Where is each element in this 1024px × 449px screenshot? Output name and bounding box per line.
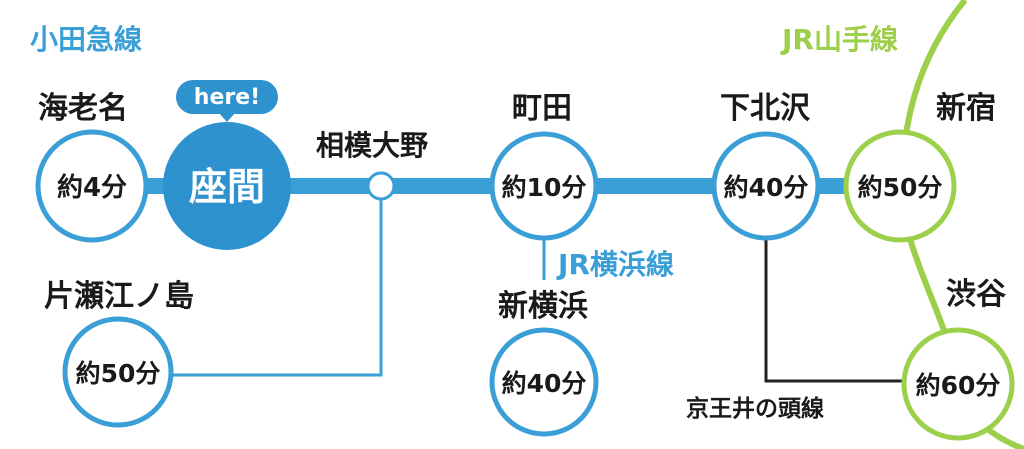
shinjuku-name: 新宿 (936, 91, 996, 126)
shinyokohama-node[interactable] (489, 327, 599, 437)
katase-node[interactable] (62, 316, 174, 428)
zama-name: 座間 (189, 165, 265, 209)
shinjuku-node[interactable] (843, 129, 957, 243)
ebina-name: 海老名 (38, 91, 128, 126)
ebina-node[interactable] (35, 129, 149, 243)
machida-node[interactable] (489, 131, 599, 241)
shibuya-node[interactable] (901, 327, 1015, 441)
here-badge (176, 80, 278, 114)
sagamiono-node[interactable] (366, 171, 396, 201)
zama-node[interactable] (163, 122, 291, 250)
shimokitazawa-name: 下北沢 (720, 91, 811, 126)
shibuya-time: 約60分 (916, 371, 1001, 400)
shinjuku-time: 約50分 (858, 173, 943, 202)
machida-name: 町田 (512, 91, 572, 126)
enoshima-branch-line (120, 186, 383, 377)
katase-name: 片瀬江ノ島 (44, 279, 194, 314)
sagamiono-name: 相模大野 (316, 129, 428, 162)
shinyokohama-name: 新横浜 (498, 289, 588, 324)
machida-time: 約10分 (502, 173, 587, 202)
katase-time: 約50分 (76, 359, 161, 388)
shibuya-name: 渋谷 (946, 277, 1006, 312)
keio-inokashira-line (764, 238, 905, 383)
keio-line-label: 京王井の頭線 (686, 395, 824, 422)
shinyokohama-time: 約40分 (502, 369, 587, 398)
ebina-time: 約4分 (57, 172, 127, 203)
yokohama-line-label: JR横浜線 (556, 248, 674, 281)
shimokitazawa-time: 約40分 (724, 173, 809, 202)
yamanote-line-label: JR山手線 (780, 23, 898, 56)
odakyu-line-label: 小田急線 (30, 23, 142, 56)
here-badge-pointer (219, 113, 235, 122)
here-badge-label: here! (194, 85, 260, 110)
shimokitazawa-node[interactable] (711, 131, 821, 241)
